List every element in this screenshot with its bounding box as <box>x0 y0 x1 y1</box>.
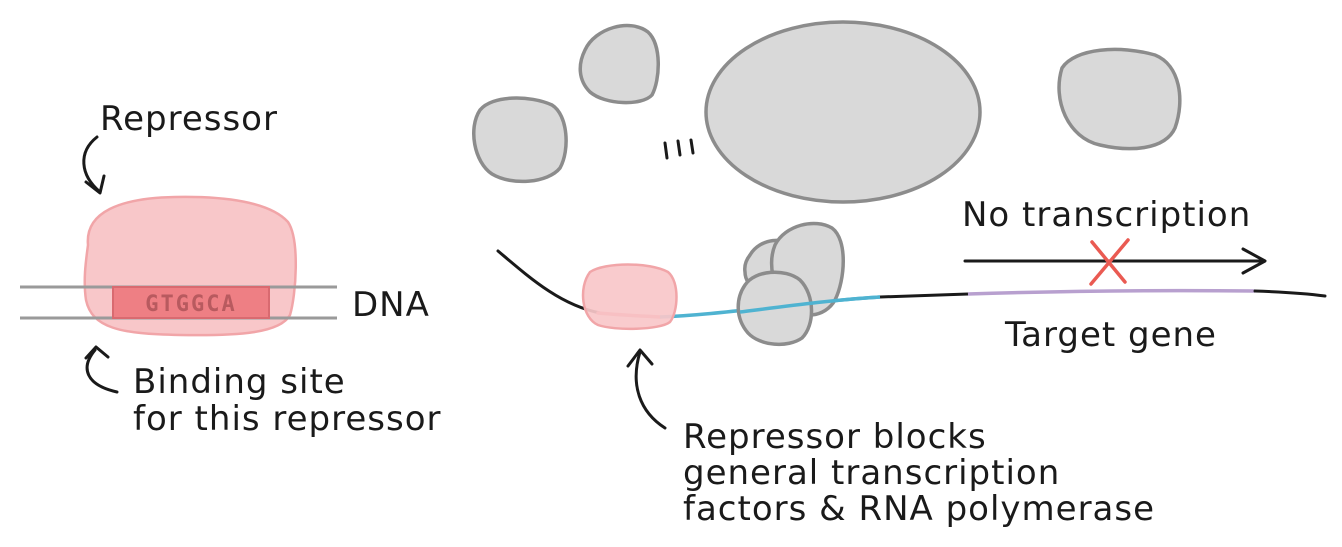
protein-right <box>1057 47 1182 151</box>
dna-promoter-overlay <box>739 295 881 314</box>
left-panel: Repressor GTGGCA DNA Binding site for th… <box>20 99 442 439</box>
repressor-blocks-arrow <box>634 350 667 430</box>
dna-target-gene-region <box>967 288 1256 296</box>
repressor-blocks-line2: general transcription <box>683 453 1060 493</box>
protein-small-top <box>578 23 660 105</box>
blocked-x-icon <box>1089 238 1130 286</box>
right-panel: No transcription Target gene Repressor b… <box>472 20 1327 529</box>
transcription-arrowhead <box>1241 247 1267 275</box>
no-transcription-label: No transcription <box>962 195 1251 235</box>
repressor-blocks-arrowhead <box>626 348 654 368</box>
protein-large <box>704 20 982 204</box>
repressor-label: Repressor <box>100 99 278 139</box>
protein-small-left <box>472 96 568 184</box>
repressor-arrowhead <box>84 174 106 195</box>
dna-label: DNA <box>352 285 430 325</box>
binding-site-arrowhead <box>84 345 110 360</box>
repressor-arrow <box>82 135 102 194</box>
binding-site-arrow <box>85 348 119 394</box>
dna-downstream <box>1253 289 1327 298</box>
transcription-machinery <box>736 221 845 346</box>
binding-site-label-line1: Binding site <box>133 362 346 402</box>
more-proteins-mark <box>663 138 695 160</box>
target-gene-label: Target gene <box>1004 315 1217 355</box>
binding-site-sequence: GTGGCA <box>145 292 236 317</box>
binding-site-box <box>112 286 270 319</box>
dna-midstream <box>879 292 969 299</box>
bound-repressor <box>581 263 678 331</box>
repressor-blocks-line1: Repressor blocks <box>683 417 987 457</box>
binding-site-label-line2: for this repressor <box>133 399 442 439</box>
repressor-blocks-line3: factors & RNA polymerase <box>683 489 1155 529</box>
